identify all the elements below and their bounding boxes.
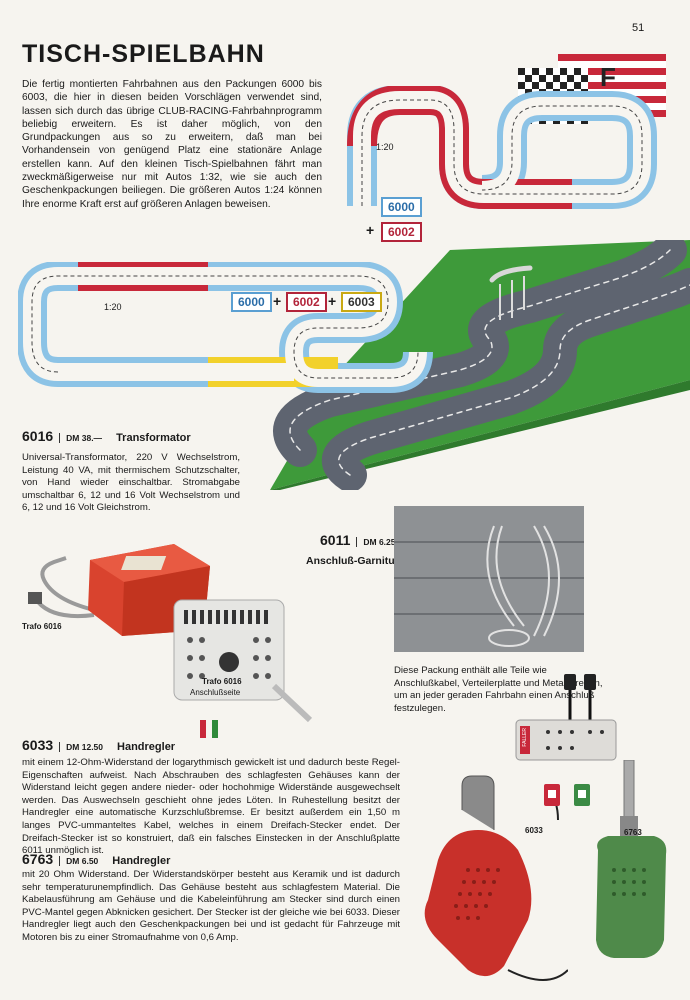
layout1-plus: + (366, 222, 375, 238)
trafo-side-caption-1: Trafo 6016 (202, 677, 242, 686)
product-6016-number: 6016 (22, 428, 54, 444)
layout1-pkg-6000: 6000 (381, 197, 422, 217)
track-layout-large (18, 262, 433, 393)
page-number: 51 (632, 22, 645, 34)
product-6016-price: DM 38.— (59, 433, 103, 443)
layout2-pkg-6002: 6002 (286, 292, 327, 312)
product-6011-price: DM 6.25 (356, 537, 396, 547)
distributor-box-image (515, 674, 617, 761)
product-6763-price: DM 6.50 (59, 856, 99, 866)
product-6033-number: 6033 (22, 737, 54, 753)
product-6763-number: 6763 (22, 851, 54, 867)
distributor-box-label: FALLER (522, 728, 528, 747)
trafo-side-caption-2: Anschlußseite (190, 688, 241, 697)
intro-paragraph: Die fertig montierten Fahrbahnen aus den… (22, 79, 322, 210)
layout2-plus-1: + (273, 293, 282, 309)
controller-6033-caption: 6033 (525, 826, 543, 835)
controller-6033-image (424, 775, 568, 981)
product-6016-desc: Universal-Transformator, 220 V Wechselst… (22, 452, 240, 514)
plugs-pair-icon (544, 784, 590, 806)
layout2-pkg-6003: 6003 (341, 292, 382, 312)
product-6011-desc: Diese Packung enthält alle Teile wie Ans… (394, 665, 603, 714)
product-6763-desc: mit 20 Ohm Widerstand. Der Widerstandskö… (22, 869, 400, 943)
product-6033-header: 6033 DM 12.50 Handregler (22, 737, 175, 753)
product-6016-header: 6016 DM 38.— Transformator (22, 428, 191, 444)
product-6011-number: 6011 (320, 532, 351, 548)
product-6033-price: DM 12.50 (59, 742, 104, 752)
layout1-pkg-6002: 6002 (381, 222, 422, 242)
trafo-caption: Trafo 6016 (22, 622, 62, 631)
track-board-photo (260, 240, 690, 490)
product-6033-desc: mit einem 12-Ohm-Widerstand der logaryth… (22, 757, 400, 857)
layout2-plus-2: + (328, 293, 337, 309)
product-6011-header: 6011 DM 6.25 (320, 532, 396, 548)
product-6011-name: Anschluß-Garnitur (306, 555, 399, 567)
product-6763-header: 6763 DM 6.50 Handregler (22, 851, 170, 867)
page-title: TISCH-SPIELBAHN (22, 40, 265, 68)
layout1-scale: 1:20 (376, 142, 394, 152)
connection-set-image (394, 506, 584, 652)
layout2-pkg-6000: 6000 (231, 292, 272, 312)
banana-plugs-icon (200, 720, 218, 738)
transformer-side-image (173, 599, 313, 723)
track-layout-small (347, 86, 657, 209)
flag-letter: F (600, 62, 616, 92)
controller-6763-image (596, 760, 667, 958)
product-6016-name: Transformator (116, 432, 191, 444)
product-6763-name: Handregler (112, 855, 171, 867)
controller-6763-caption: 6763 (624, 828, 642, 837)
layout2-scale: 1:20 (104, 302, 122, 312)
product-6033-name: Handregler (117, 741, 176, 753)
